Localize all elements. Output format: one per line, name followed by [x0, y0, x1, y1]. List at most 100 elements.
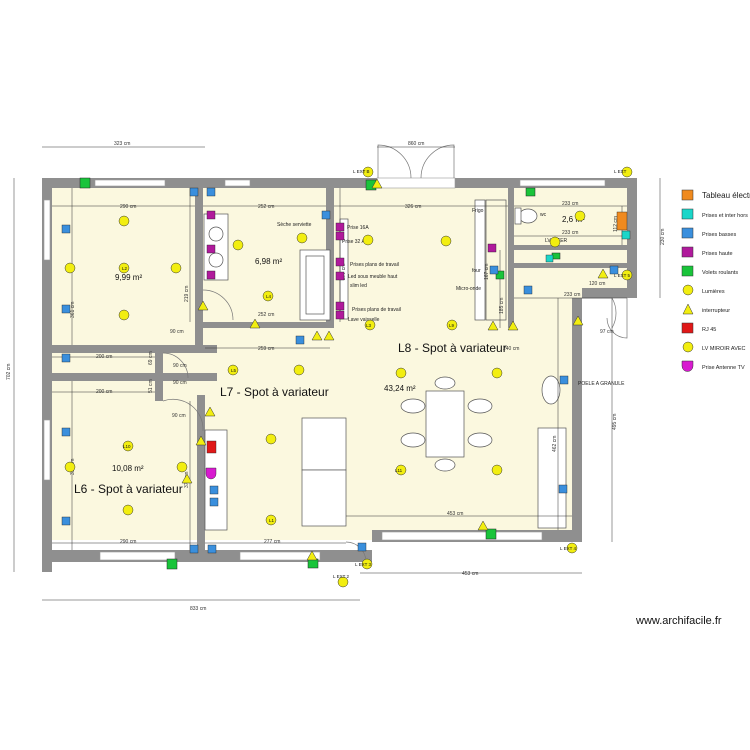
switch-4[interactable] — [311, 330, 323, 341]
volet-3[interactable] — [525, 187, 536, 197]
volet-7[interactable] — [495, 270, 505, 280]
light-13[interactable] — [227, 364, 239, 376]
light-5[interactable] — [118, 309, 130, 321]
light-2[interactable] — [64, 262, 76, 274]
switch-7[interactable] — [487, 320, 499, 331]
prise-basse-13[interactable] — [295, 335, 305, 345]
label-frigo: Frigo — [472, 208, 484, 214]
prise-basse-11[interactable] — [209, 497, 219, 507]
prise-basse-4[interactable] — [61, 427, 71, 437]
legend-label-8: LV MIROIR AVEC — [702, 346, 746, 352]
light-10[interactable] — [440, 235, 452, 247]
light-32[interactable] — [621, 269, 633, 281]
switch-12[interactable] — [597, 268, 609, 279]
dim-w252b: 252 cm — [258, 312, 274, 318]
light-22[interactable] — [491, 464, 503, 476]
light-23[interactable] — [395, 367, 407, 379]
light-18[interactable] — [122, 504, 134, 516]
prise-basse-2[interactable] — [61, 304, 71, 314]
tableau-electrique[interactable] — [616, 211, 628, 231]
light-14[interactable] — [293, 364, 305, 376]
switch-13[interactable] — [249, 318, 261, 329]
light-28[interactable] — [621, 166, 633, 178]
switch-1[interactable] — [197, 300, 209, 311]
prise-haute-10[interactable] — [487, 243, 497, 253]
prise-haute-9[interactable] — [335, 310, 345, 320]
switch-9[interactable] — [572, 315, 584, 326]
light-12[interactable] — [446, 319, 458, 331]
switch-14[interactable] — [204, 406, 216, 417]
light-19[interactable] — [64, 461, 76, 473]
dim-h1: 361 cm — [70, 302, 76, 318]
light-7[interactable] — [262, 290, 274, 302]
light-26[interactable] — [549, 236, 561, 248]
volet-1[interactable] — [79, 177, 91, 189]
legend-swatch-9 — [681, 360, 694, 372]
dim-w290b: 290 cm — [120, 539, 136, 545]
prise-inter-hors-2[interactable] — [545, 254, 554, 263]
prise-haute-7[interactable] — [335, 271, 345, 281]
light-24[interactable] — [491, 367, 503, 379]
light-1[interactable] — [118, 262, 130, 274]
prise-inter-hors-1[interactable] — [621, 230, 631, 240]
prise-tv-1[interactable] — [205, 467, 217, 480]
prise-basse-8[interactable] — [189, 544, 199, 554]
prise-basse-19[interactable] — [609, 265, 619, 275]
light-4[interactable] — [118, 215, 130, 227]
light-11[interactable] — [364, 319, 376, 331]
light-15[interactable] — [265, 433, 277, 445]
prise-basse-10[interactable] — [209, 485, 219, 495]
volet-4[interactable] — [166, 558, 178, 570]
light-6[interactable] — [232, 239, 244, 251]
switch-10[interactable] — [477, 520, 489, 531]
prise-basse-1[interactable] — [61, 224, 71, 234]
light-20[interactable] — [176, 461, 188, 473]
area-living: 43,24 m² — [384, 384, 416, 393]
label-slim: slim led — [350, 283, 367, 289]
prise-basse-14[interactable] — [357, 542, 367, 552]
prise-basse-12[interactable] — [321, 210, 331, 220]
dim-h8: 112 cm — [613, 216, 619, 232]
light-9[interactable] — [362, 234, 374, 246]
prise-haute-6[interactable] — [335, 257, 345, 267]
switch-5[interactable] — [323, 330, 335, 341]
prise-basse-3[interactable] — [61, 353, 71, 363]
label-prises-plan-2: Prises plans de travail — [352, 307, 401, 313]
prise-haute-1[interactable] — [206, 210, 216, 220]
prise-basse-18[interactable] — [559, 375, 569, 385]
prise-basse-9[interactable] — [207, 544, 217, 554]
dim-w200b: 200 cm — [96, 389, 112, 395]
light-25[interactable] — [574, 210, 586, 222]
light-16[interactable] — [265, 514, 277, 526]
light-31[interactable] — [361, 558, 373, 570]
switch-6[interactable] — [371, 178, 383, 189]
prise-basse-5[interactable] — [61, 516, 71, 526]
volet-5[interactable] — [307, 558, 319, 569]
light-29[interactable] — [337, 576, 349, 588]
light-21[interactable] — [395, 464, 407, 476]
switch-8[interactable] — [507, 320, 519, 331]
light-17[interactable] — [122, 440, 134, 452]
volet-6[interactable] — [485, 528, 497, 540]
prise-basse-6[interactable] — [189, 187, 199, 197]
switch-3[interactable] — [195, 435, 207, 446]
rj45-1[interactable] — [206, 440, 217, 454]
prise-haute-4[interactable] — [335, 222, 345, 232]
switch-2[interactable] — [181, 473, 193, 484]
prise-basse-7[interactable] — [206, 187, 216, 197]
prise-basse-16[interactable] — [523, 285, 533, 295]
switch-11[interactable] — [306, 550, 318, 561]
prise-haute-2[interactable] — [206, 244, 216, 254]
dim-bottom-right: 453 cm — [462, 571, 478, 577]
legend-label-0: Tableau électrique — [702, 191, 750, 200]
prise-basse-15[interactable] — [489, 265, 499, 275]
light-3[interactable] — [170, 262, 182, 274]
prise-haute-5[interactable] — [335, 231, 345, 241]
light-30[interactable] — [566, 542, 578, 554]
volet-8[interactable] — [551, 252, 561, 260]
light-27[interactable] — [362, 166, 374, 178]
prise-basse-17[interactable] — [558, 484, 568, 494]
light-8[interactable] — [296, 232, 308, 244]
prise-haute-8[interactable] — [335, 301, 345, 311]
prise-haute-3[interactable] — [206, 270, 216, 280]
